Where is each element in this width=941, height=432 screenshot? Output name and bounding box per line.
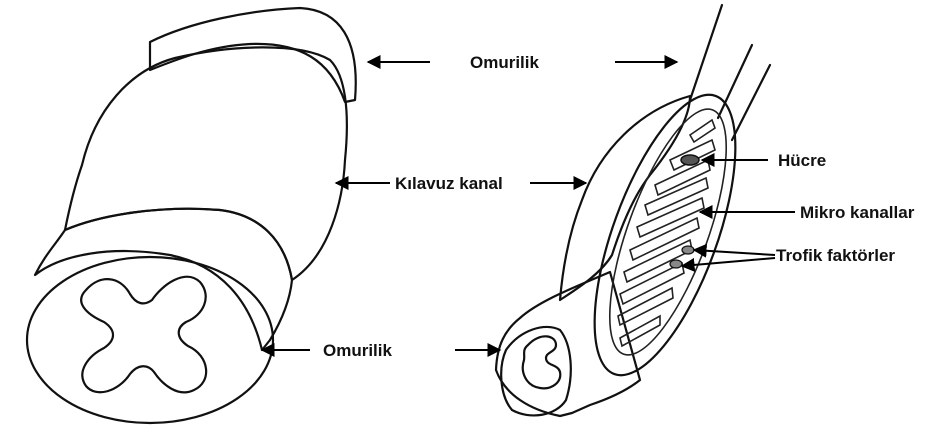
left-conduit-band [65,47,347,280]
label-omurilik-top: Omurilik [470,54,539,71]
arrow-trofik-1 [694,250,775,255]
arrow-trofik-2 [682,258,775,266]
right-gray-matter-outline [523,336,560,388]
trophic-factor-marker-1 [682,246,694,254]
left-spinal-cord-cylinder [27,8,356,423]
label-kilavuz-kanal: Kılavuz kanal [395,175,503,192]
label-omurilik-bottom: Omurilik [323,342,392,359]
label-hucre: Hücre [778,152,826,169]
label-trofik-faktorler: Trofik faktörler [776,247,895,264]
cell-marker [681,155,699,165]
label-mikro-kanallar: Mikro kanallar [800,204,914,221]
left-gray-matter-outline [81,277,206,393]
label-arrows [262,62,795,350]
trophic-factor-marker-2 [670,260,682,268]
right-cross-section [566,78,765,392]
left-cross-section [27,257,273,423]
